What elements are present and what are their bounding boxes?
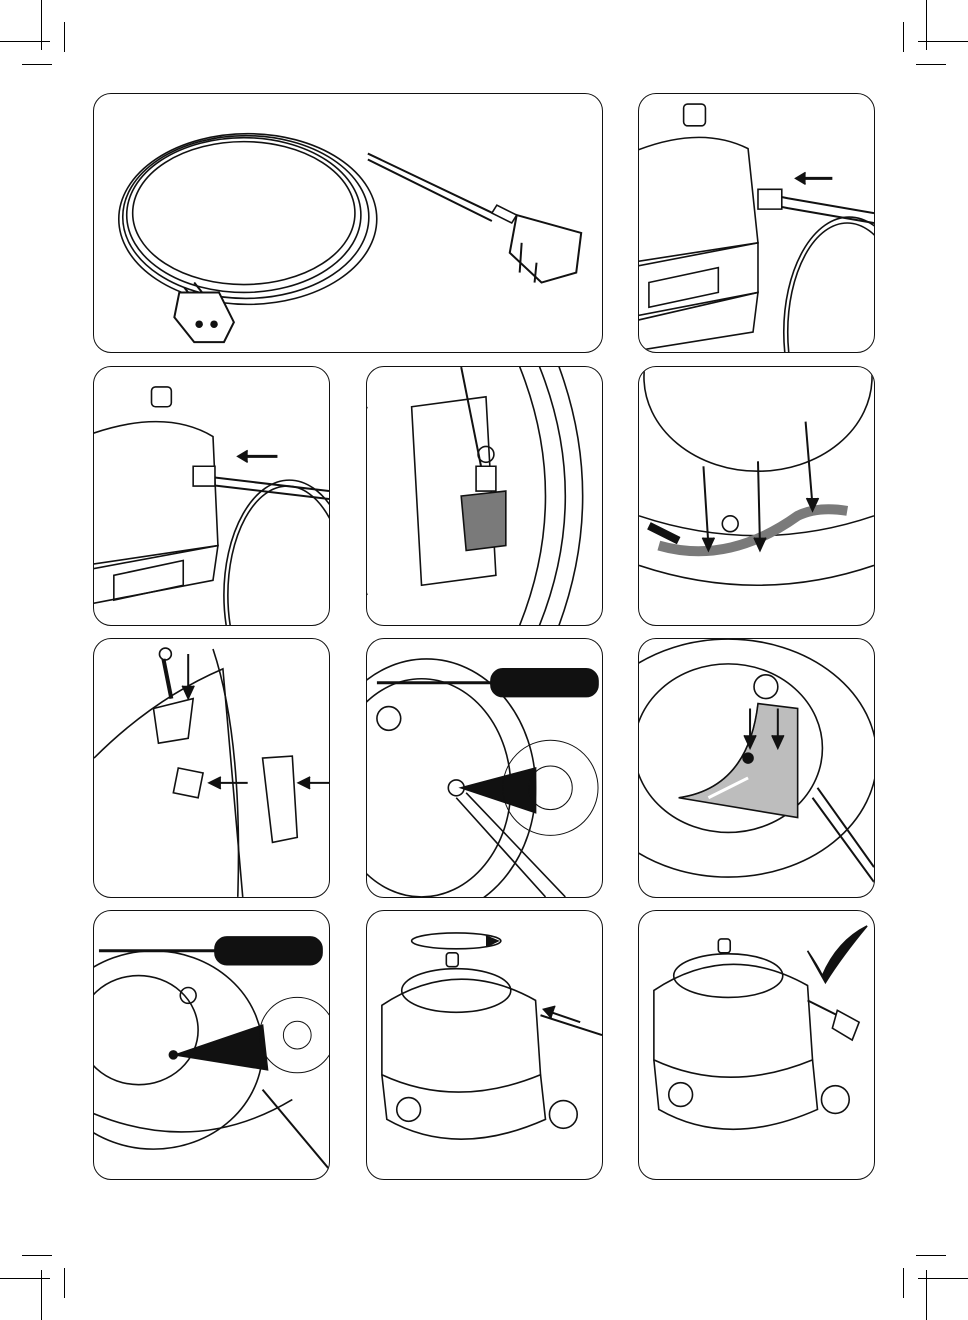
cover-rotate-arrows-icon [639, 639, 874, 897]
panel-7 [366, 638, 603, 898]
cord-insert-arrow-icon [639, 94, 874, 352]
power-cord-with-plug-icon [94, 94, 602, 352]
panel-2 [638, 93, 875, 353]
panel-11 [638, 910, 875, 1180]
panel-9 [93, 910, 330, 1180]
screwdriver-icon [367, 639, 602, 897]
screw-and-clip-icon [94, 639, 329, 897]
rotate-lid-icon [367, 911, 602, 1179]
panel-4 [366, 366, 603, 626]
panel-5 [638, 366, 875, 626]
screwdriver-icon [94, 911, 329, 1179]
cord-insert-arrow-icon [94, 367, 329, 625]
cable-routing-arrows-icon [639, 367, 874, 625]
connector-socket-icon [367, 367, 602, 625]
panel-6 [93, 638, 330, 898]
panel-3 [93, 366, 330, 626]
panel-10 [366, 910, 603, 1180]
panel-1 [93, 93, 603, 353]
panel-8 [638, 638, 875, 898]
checkmark-icon [639, 911, 874, 1179]
